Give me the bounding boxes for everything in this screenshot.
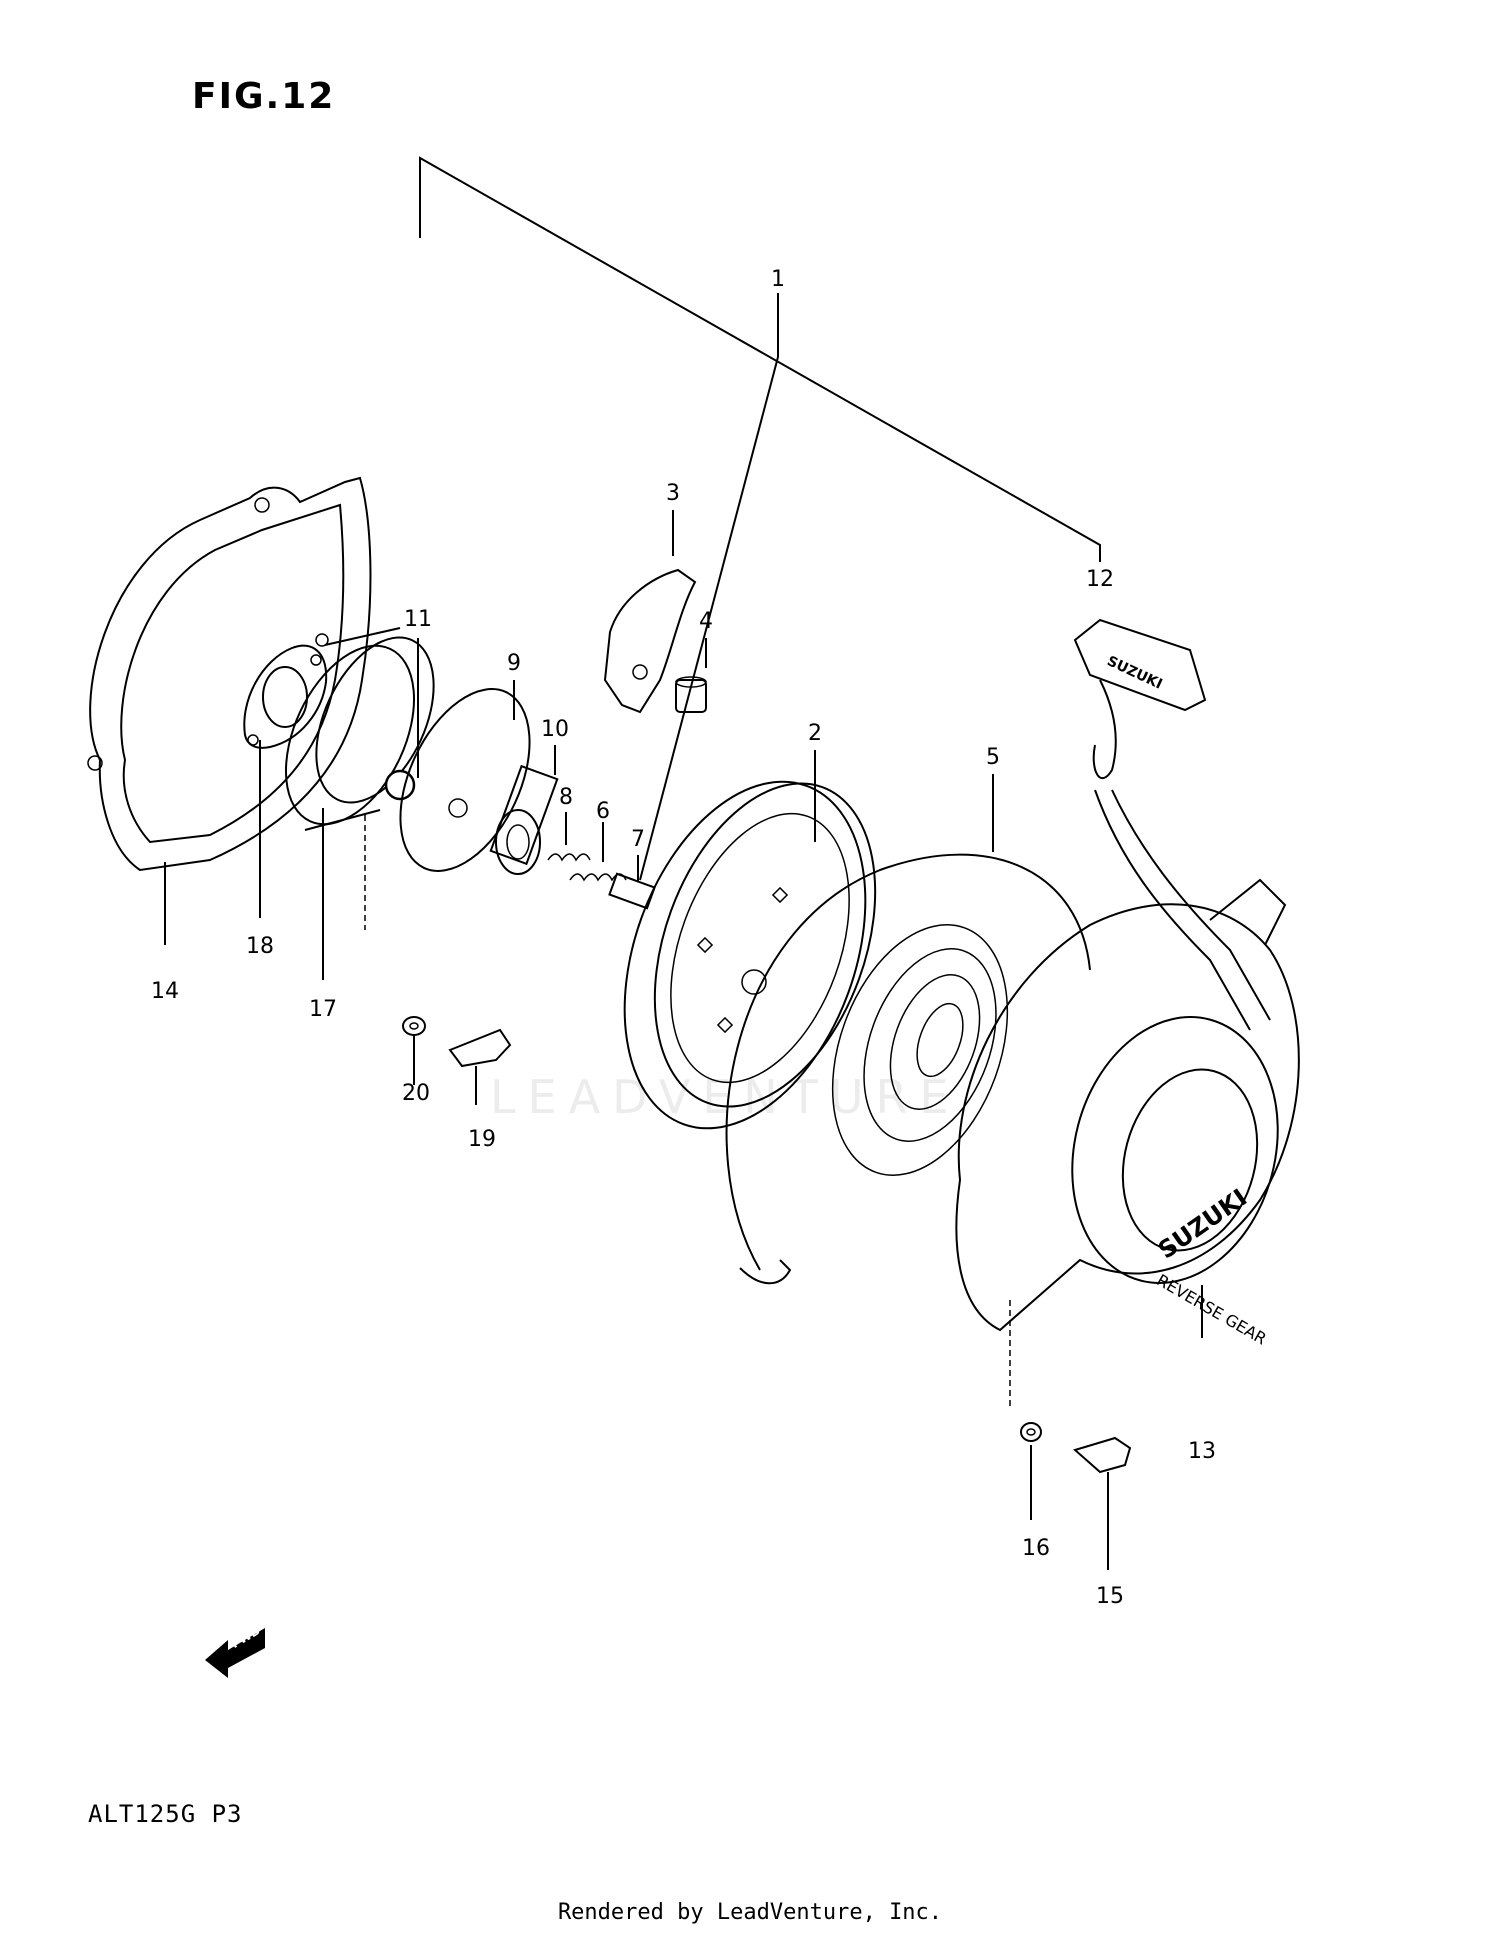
callout-12: 12 bbox=[1086, 567, 1114, 592]
plate bbox=[243, 644, 328, 749]
callout-18: 18 bbox=[246, 934, 274, 959]
pin bbox=[675, 676, 707, 713]
bolt-15 bbox=[1072, 1436, 1132, 1570]
callout-6: 6 bbox=[596, 799, 610, 824]
callout-7: 7 bbox=[631, 827, 645, 852]
callout-13: 13 bbox=[1188, 1439, 1216, 1464]
callout-20: 20 bbox=[402, 1081, 430, 1106]
footer-credit: Rendered by LeadVenture, Inc. bbox=[557, 1900, 943, 1925]
callout-17: 17 bbox=[309, 997, 337, 1022]
callout-2: 2 bbox=[808, 721, 822, 746]
callout-4: 4 bbox=[699, 609, 713, 634]
starter-housing bbox=[955, 878, 1300, 1332]
shaft bbox=[608, 872, 656, 910]
washer bbox=[402, 1016, 426, 1036]
callout-15: 15 bbox=[1096, 1584, 1124, 1609]
bolt bbox=[448, 1028, 512, 1105]
callout-14: 14 bbox=[151, 979, 179, 1004]
gasket bbox=[87, 476, 372, 872]
callout-1: 1 bbox=[771, 267, 785, 292]
callout-9: 9 bbox=[507, 651, 521, 676]
reel bbox=[623, 780, 877, 1130]
model-code: ALT125G P3 bbox=[88, 1800, 243, 1828]
callout-5: 5 bbox=[986, 745, 1000, 770]
figure-title: FIG.12 bbox=[192, 76, 336, 117]
assembly-bracket bbox=[419, 156, 1101, 881]
callout-10: 10 bbox=[541, 717, 569, 742]
assembly-axes bbox=[364, 815, 1011, 1410]
leader-lines bbox=[164, 510, 1203, 1338]
ratchet-pawl bbox=[603, 568, 697, 714]
callout-3: 3 bbox=[666, 481, 680, 506]
callout-19: 19 bbox=[468, 1127, 496, 1152]
starter-handle bbox=[1073, 618, 1271, 1031]
fwd-arrow-icon bbox=[205, 1628, 265, 1678]
washer-16 bbox=[1020, 1422, 1042, 1520]
recoil-spring bbox=[725, 853, 1091, 1285]
callout-16: 16 bbox=[1022, 1536, 1050, 1561]
springs bbox=[547, 853, 627, 882]
ratchet-guide bbox=[489, 764, 559, 875]
friction-plate bbox=[399, 688, 531, 872]
callout-8: 8 bbox=[559, 785, 573, 810]
callout-11: 11 bbox=[404, 607, 432, 632]
